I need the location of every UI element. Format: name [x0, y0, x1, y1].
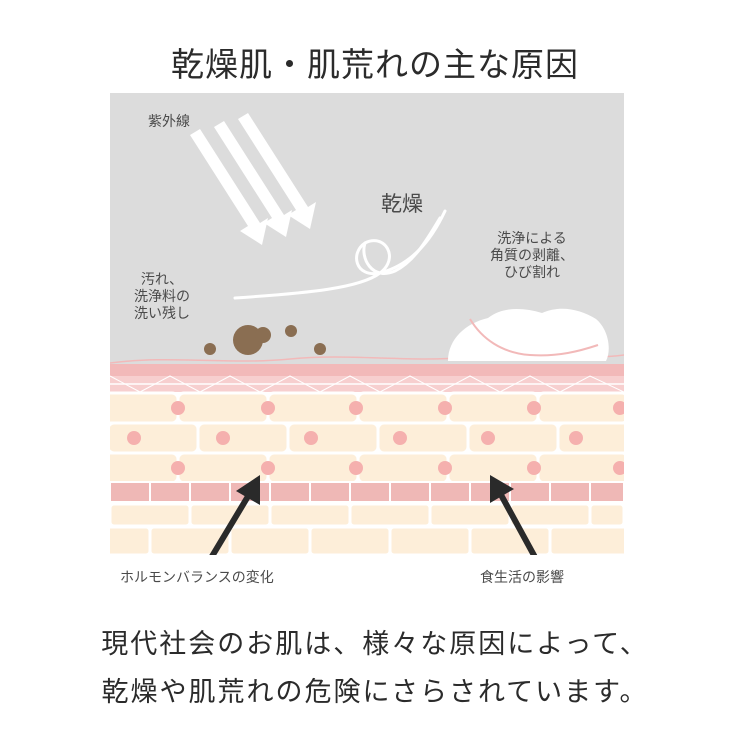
label-dirt-line: 洗い残し: [134, 305, 190, 322]
label-hormone: ホルモンバランスの変化: [120, 570, 274, 586]
caption-line-2: 乾燥や肌荒れの危険にさらされています。: [101, 677, 649, 708]
dirt-particles-icon: [204, 325, 326, 355]
label-washing-line: ひび割れ: [504, 264, 560, 281]
skin-diagram: [110, 93, 624, 555]
dermis-layer: [110, 502, 624, 555]
caption-line-1: 現代社会のお肌は、様々な原因によって、: [101, 629, 649, 660]
dryness-swirl-icon: [233, 209, 447, 300]
stratum-corneum: [110, 364, 624, 393]
label-dirt-line: 汚れ、: [140, 272, 184, 288]
label-dirt: 汚れ、 洗浄料の 洗い残し: [134, 272, 190, 322]
label-washing-line: 角質の剥離、: [490, 247, 574, 264]
label-dryness: 乾燥: [381, 192, 423, 216]
label-food: 食生活の影響: [480, 570, 564, 586]
label-dirt-line: 洗浄料の: [134, 288, 190, 305]
label-washing-line: 洗浄による: [497, 231, 567, 247]
foam-icon: [448, 308, 609, 361]
label-uv: 紫外線: [148, 114, 190, 130]
skin-diagram-svg: [110, 93, 624, 555]
food-arrow-icon: [490, 475, 538, 555]
label-washing: 洗浄による 角質の剥離、 ひび割れ: [490, 231, 574, 281]
uv-rays-icon: [190, 113, 316, 245]
basal-layer: [110, 481, 624, 503]
epidermis-cells: [110, 391, 624, 485]
cell-nuclei: [127, 401, 624, 475]
hormone-arrow-icon: [209, 475, 260, 555]
page-title: 乾燥肌・肌荒れの主な原因: [171, 45, 579, 84]
